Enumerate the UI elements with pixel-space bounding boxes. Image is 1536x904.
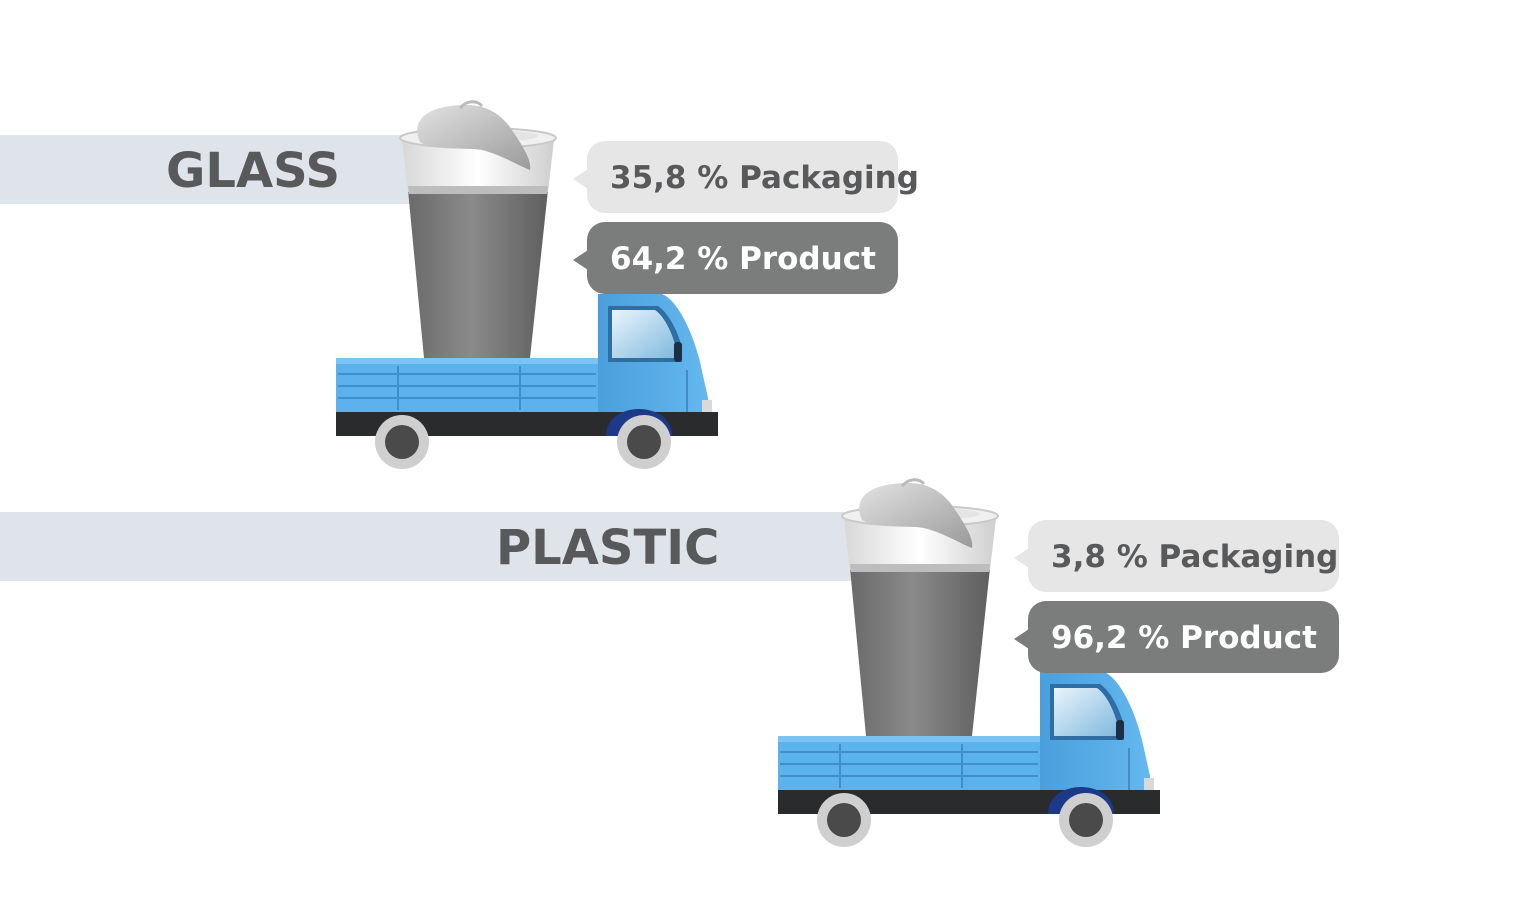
glass-packaging-bubble: 35,8 % Packaging	[573, 141, 919, 213]
plastic-product-bubble: 96,2 % Product	[1014, 601, 1339, 673]
glass-product-bubble: 64,2 % Product	[573, 222, 898, 294]
plastic-packaging-bubble: 3,8 % Packaging	[1014, 520, 1339, 592]
glass-label: GLASS	[166, 143, 341, 199]
glass-band	[0, 135, 440, 204]
plastic-band	[0, 512, 880, 581]
plastic-label: PLASTIC	[496, 520, 720, 576]
